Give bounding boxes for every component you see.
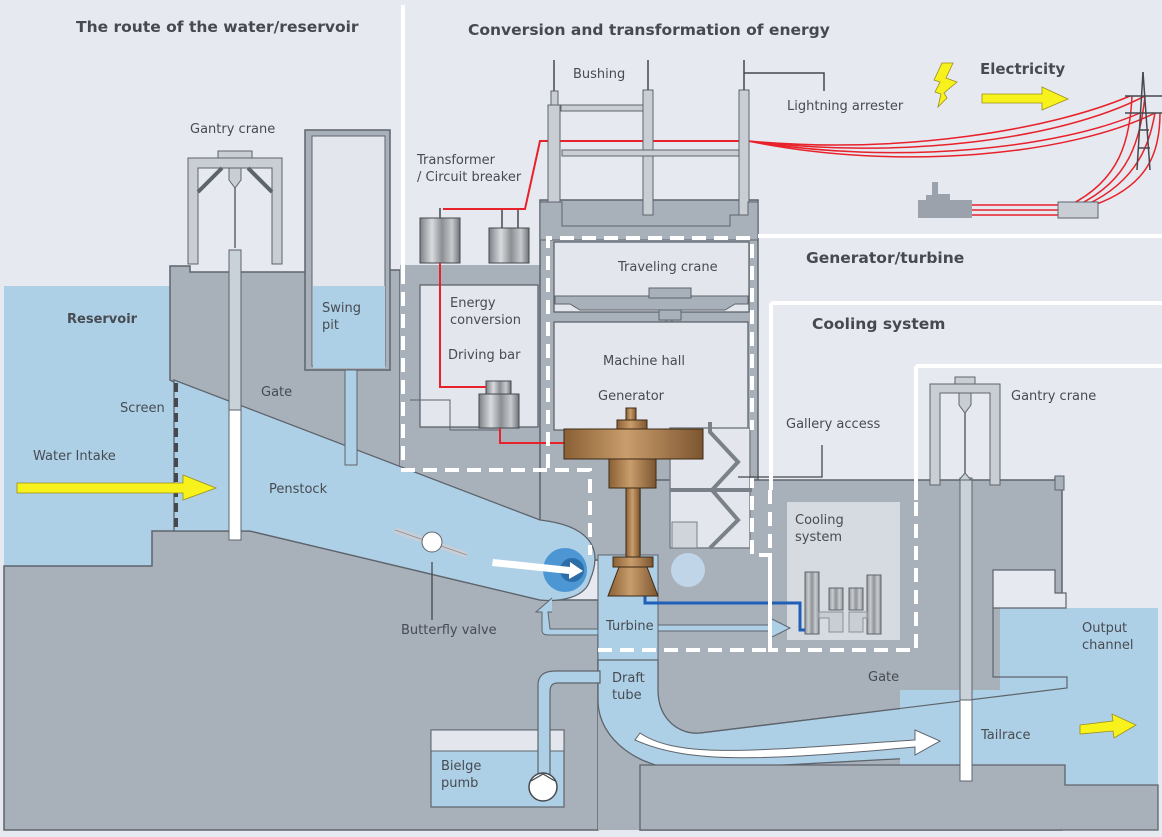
gantry-crane-left: [187, 150, 283, 265]
label-energy-conversion: Energy conversion: [450, 296, 521, 328]
label-draft-tube: Draft tube: [612, 671, 645, 703]
label-gate-right: Gate: [868, 670, 900, 685]
transformer-1: [419, 217, 461, 264]
tailrace-outflow-arrow: [1079, 713, 1137, 739]
penstock-pipe: [173, 379, 596, 602]
label-gate-left: Gate: [261, 385, 293, 400]
label-output-channel: Output channel: [1082, 621, 1134, 653]
label-generator: Generator: [598, 389, 665, 404]
butterfly-valve: [394, 527, 468, 620]
gallery-stairs: [708, 422, 741, 550]
traveling-crane-beam: [554, 295, 749, 311]
recirculation-arrow: [534, 597, 599, 636]
label-gallery-access: Gallery access: [786, 417, 881, 432]
gallery-access-leader: [738, 445, 823, 478]
output-channel-water: [1000, 608, 1158, 788]
gate-left-panel: [228, 409, 242, 541]
cooling-heat-exchangers: [804, 571, 882, 635]
label-gantry-crane-right: Gantry crane: [1011, 389, 1097, 404]
bushing-frame: [539, 60, 825, 241]
machine-hall: [553, 321, 749, 431]
section-title-generator-turbine: Generator/turbine: [806, 249, 965, 267]
lightning-arrester-leader: [744, 72, 825, 91]
label-electricity: Electricity: [980, 60, 1066, 78]
label-cooling-system-box: Cooling system: [795, 513, 844, 545]
substation-building: [918, 182, 972, 218]
label-turbine: Turbine: [606, 619, 654, 634]
driving-bar: [478, 393, 520, 429]
tailrace-floor: [639, 764, 1159, 831]
lightning-bolt-icon: [933, 62, 958, 109]
label-gantry-crane-left: Gantry crane: [190, 122, 276, 137]
power-lines: [439, 95, 1161, 444]
gate-right-panel: [959, 699, 973, 782]
penstock-flow-arrow: [492, 559, 583, 579]
section-title-water-route: The route of the water/reservoir: [76, 18, 359, 36]
generator: [563, 428, 704, 460]
driving-bar-top: [485, 380, 512, 396]
transformer-2: [488, 227, 530, 264]
label-bielge-pump: Bielge pumb: [441, 759, 482, 791]
label-machine-hall: Machine hall: [603, 354, 685, 369]
label-transformer-circuit-breaker: Transformer / Circuit breaker: [417, 153, 522, 185]
label-lightning-arrester: Lightning arrester: [787, 99, 904, 114]
section-boundaries: [401, 5, 1162, 652]
gantry-crane-right: [929, 376, 1001, 486]
power-tower: [1125, 71, 1162, 171]
swing-pit-shaft: [344, 369, 358, 466]
section-title-energy-conversion: Conversion and transformation of energy: [468, 21, 830, 39]
label-tailrace: Tailrace: [981, 728, 1031, 743]
substation-terminal: [1057, 201, 1099, 219]
turbine-shaft: [625, 487, 641, 558]
swing-pit-water: [313, 286, 385, 368]
energy-room-step: [410, 399, 500, 431]
label-penstock: Penstock: [269, 482, 328, 497]
label-butterfly-valve: Butterfly valve: [401, 623, 497, 638]
label-reservoir: Reservoir: [67, 312, 138, 327]
generator-turbine-assembly: [563, 407, 704, 597]
bielge-pump: [528, 772, 558, 802]
water-intake-arrow: [16, 474, 218, 501]
label-water-intake: Water Intake: [33, 449, 116, 464]
turbine-runner: [607, 566, 659, 597]
output-channel-opening: [992, 569, 1067, 609]
label-driving-bar: Driving bar: [448, 348, 521, 363]
tailrace-flow-arrow: [634, 729, 942, 759]
reservoir-water: [4, 286, 174, 566]
electricity-arrow: [981, 86, 1069, 111]
label-screen: Screen: [120, 401, 165, 416]
label-traveling-crane: Traveling crane: [618, 260, 718, 275]
label-bushing: Bushing: [573, 67, 626, 82]
label-swing-pit: Swing pit: [322, 301, 361, 333]
section-title-cooling-system: Cooling system: [812, 315, 946, 333]
